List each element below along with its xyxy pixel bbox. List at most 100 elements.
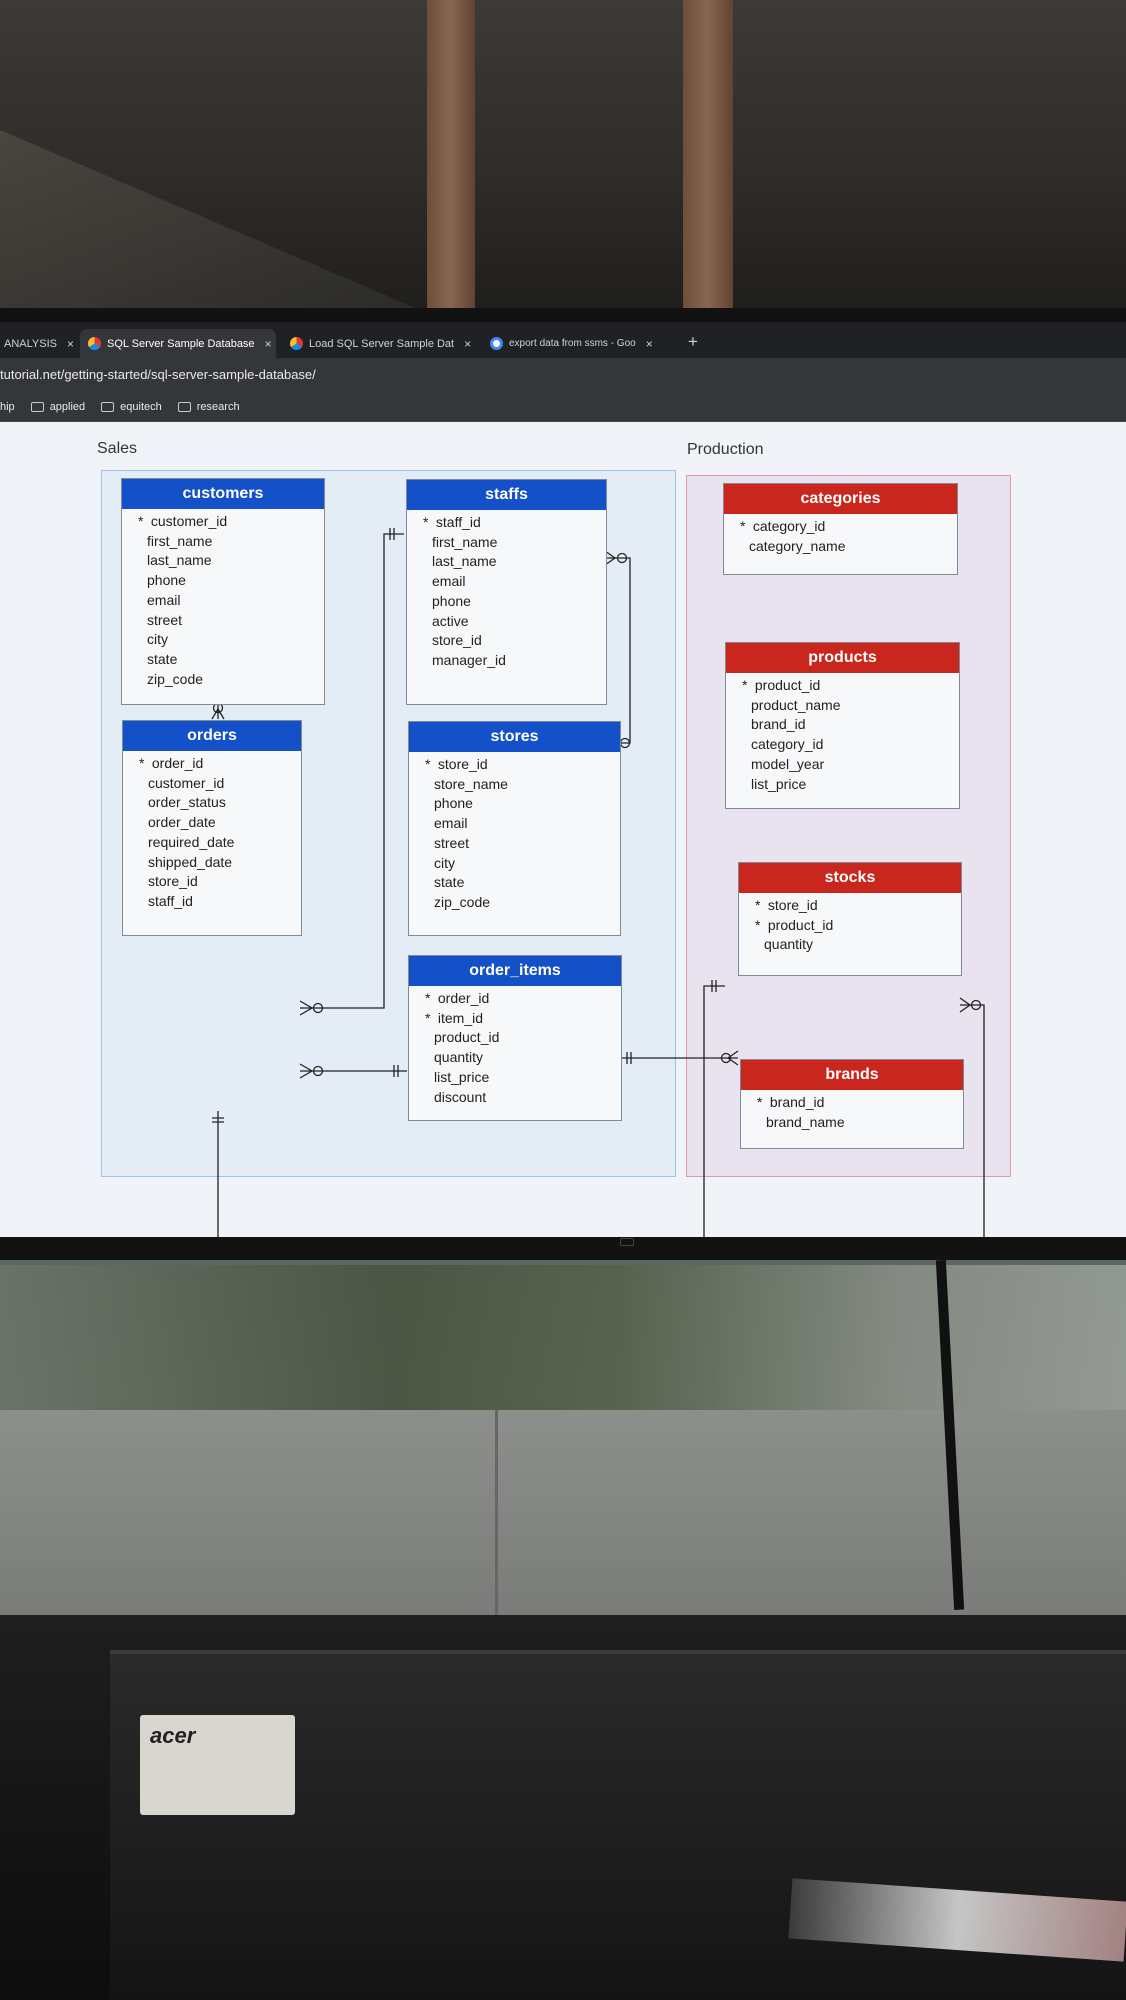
field-name: store_id [764,897,818,913]
field-name: brand_name [766,1113,845,1130]
bookmark-hip[interactable]: hip [0,401,15,413]
field-customer-id: * customer_id [138,512,324,532]
new-tab-icon[interactable]: + [688,332,698,351]
folder-icon [177,401,191,412]
tab-export-data-google[interactable]: export data from ssms - Goo × [482,329,674,358]
url-text[interactable]: tutorial.net/getting-started/sql-server-… [0,367,316,382]
primary-key-marker: * [425,756,431,772]
field-category-id: category_id [742,735,959,755]
tab-sql-server-sample-database[interactable]: SQL Server Sample Database × [80,329,276,358]
field-brand-name: brand_name [757,1113,963,1133]
close-icon[interactable]: × [264,336,272,351]
tab-load-sql-server-sample[interactable]: Load SQL Server Sample Dat × [282,329,476,358]
field-first-name: first_name [138,532,324,552]
field-model-year: model_year [742,755,959,775]
tab-label: ANALYSIS [4,337,57,350]
field-state: state [138,650,324,670]
field-staff-id: staff_id [139,892,301,912]
field-name: category_name [749,537,846,554]
primary-key-marker: * [138,513,144,529]
field-name: last_name [147,552,212,569]
bookmark-folder-equitech[interactable]: equitech [101,401,162,413]
field-active: active [423,612,606,632]
field-name: phone [434,795,473,812]
field-email: email [423,572,606,592]
primary-key-marker: * [742,677,748,693]
entity-title: products [726,643,959,673]
field-name: quantity [434,1049,484,1066]
field-last-name: last_name [423,552,606,572]
field-item-id: * item_id [425,1009,621,1029]
primary-key-marker: * [757,1094,763,1110]
field-name: list_price [434,1068,490,1085]
entity-title: stores [409,722,620,752]
field-first-name: first_name [423,533,606,553]
field-name: staff_id [432,514,481,530]
tab-bar: ANALYSIS × SQL Server Sample Database × … [0,322,1126,358]
field-store-name: store_name [425,775,620,795]
close-icon[interactable]: × [464,336,472,351]
tab-analysis[interactable]: ANALYSIS × [0,329,76,358]
entity-title: customers [122,479,324,509]
field-name: store_id [434,756,488,772]
close-icon[interactable]: × [67,336,75,351]
field-order-id: * order_id [139,754,301,774]
production-section-label: Production [687,441,764,458]
bookmark-folder-research[interactable]: research [177,401,240,413]
field-order-date: order_date [139,813,301,833]
field-staff-id: * staff_id [423,513,606,533]
tab-label: Load SQL Server Sample Dat [309,337,455,350]
field-name: order_date [148,814,216,831]
field-name: model_year [751,755,825,772]
field-order-status: order_status [139,793,301,813]
sqlservertutorial-favicon-icon [290,337,303,350]
field-name: city [434,854,455,871]
field-city: city [425,854,620,874]
bookmark-folder-applied[interactable]: applied [30,400,86,413]
field-manager-id: manager_id [423,651,606,671]
field-name: product_id [764,916,834,933]
field-name: order_id [434,990,490,1006]
field-city: city [138,630,324,650]
address-bar[interactable]: tutorial.net/getting-started/sql-server-… [0,358,1126,392]
window-reflection [0,1265,1126,1415]
field-name: quantity [764,936,814,953]
field-product-id: * product_id [742,676,959,696]
field-store-id: * store_id [425,755,620,775]
field-brand-id: brand_id [742,715,959,735]
field-name: brand_id [751,716,806,733]
field-state: state [425,873,620,893]
field-name: category_id [751,736,824,753]
field-name: discount [434,1088,487,1105]
close-icon[interactable]: × [645,336,653,351]
entity-title: staffs [407,480,606,510]
bookmark-label: applied [49,400,86,413]
field-name: phone [432,592,471,609]
primary-key-marker: * [425,1009,431,1026]
field-name: zip_code [434,893,491,910]
monitor-screen: ANALYSIS × SQL Server Sample Database × … [0,322,1126,1237]
wood-beam [683,0,733,310]
field-name: order_status [148,794,226,811]
cubicle-partition [0,1410,1126,1620]
field-product-id: product_id [425,1028,621,1048]
field-name: state [434,874,465,891]
field-required-date: required_date [139,833,301,853]
field-name: phone [147,572,186,589]
field-name: first_name [147,532,213,549]
field-name: store_id [432,632,482,649]
field-quantity: quantity [425,1048,621,1068]
